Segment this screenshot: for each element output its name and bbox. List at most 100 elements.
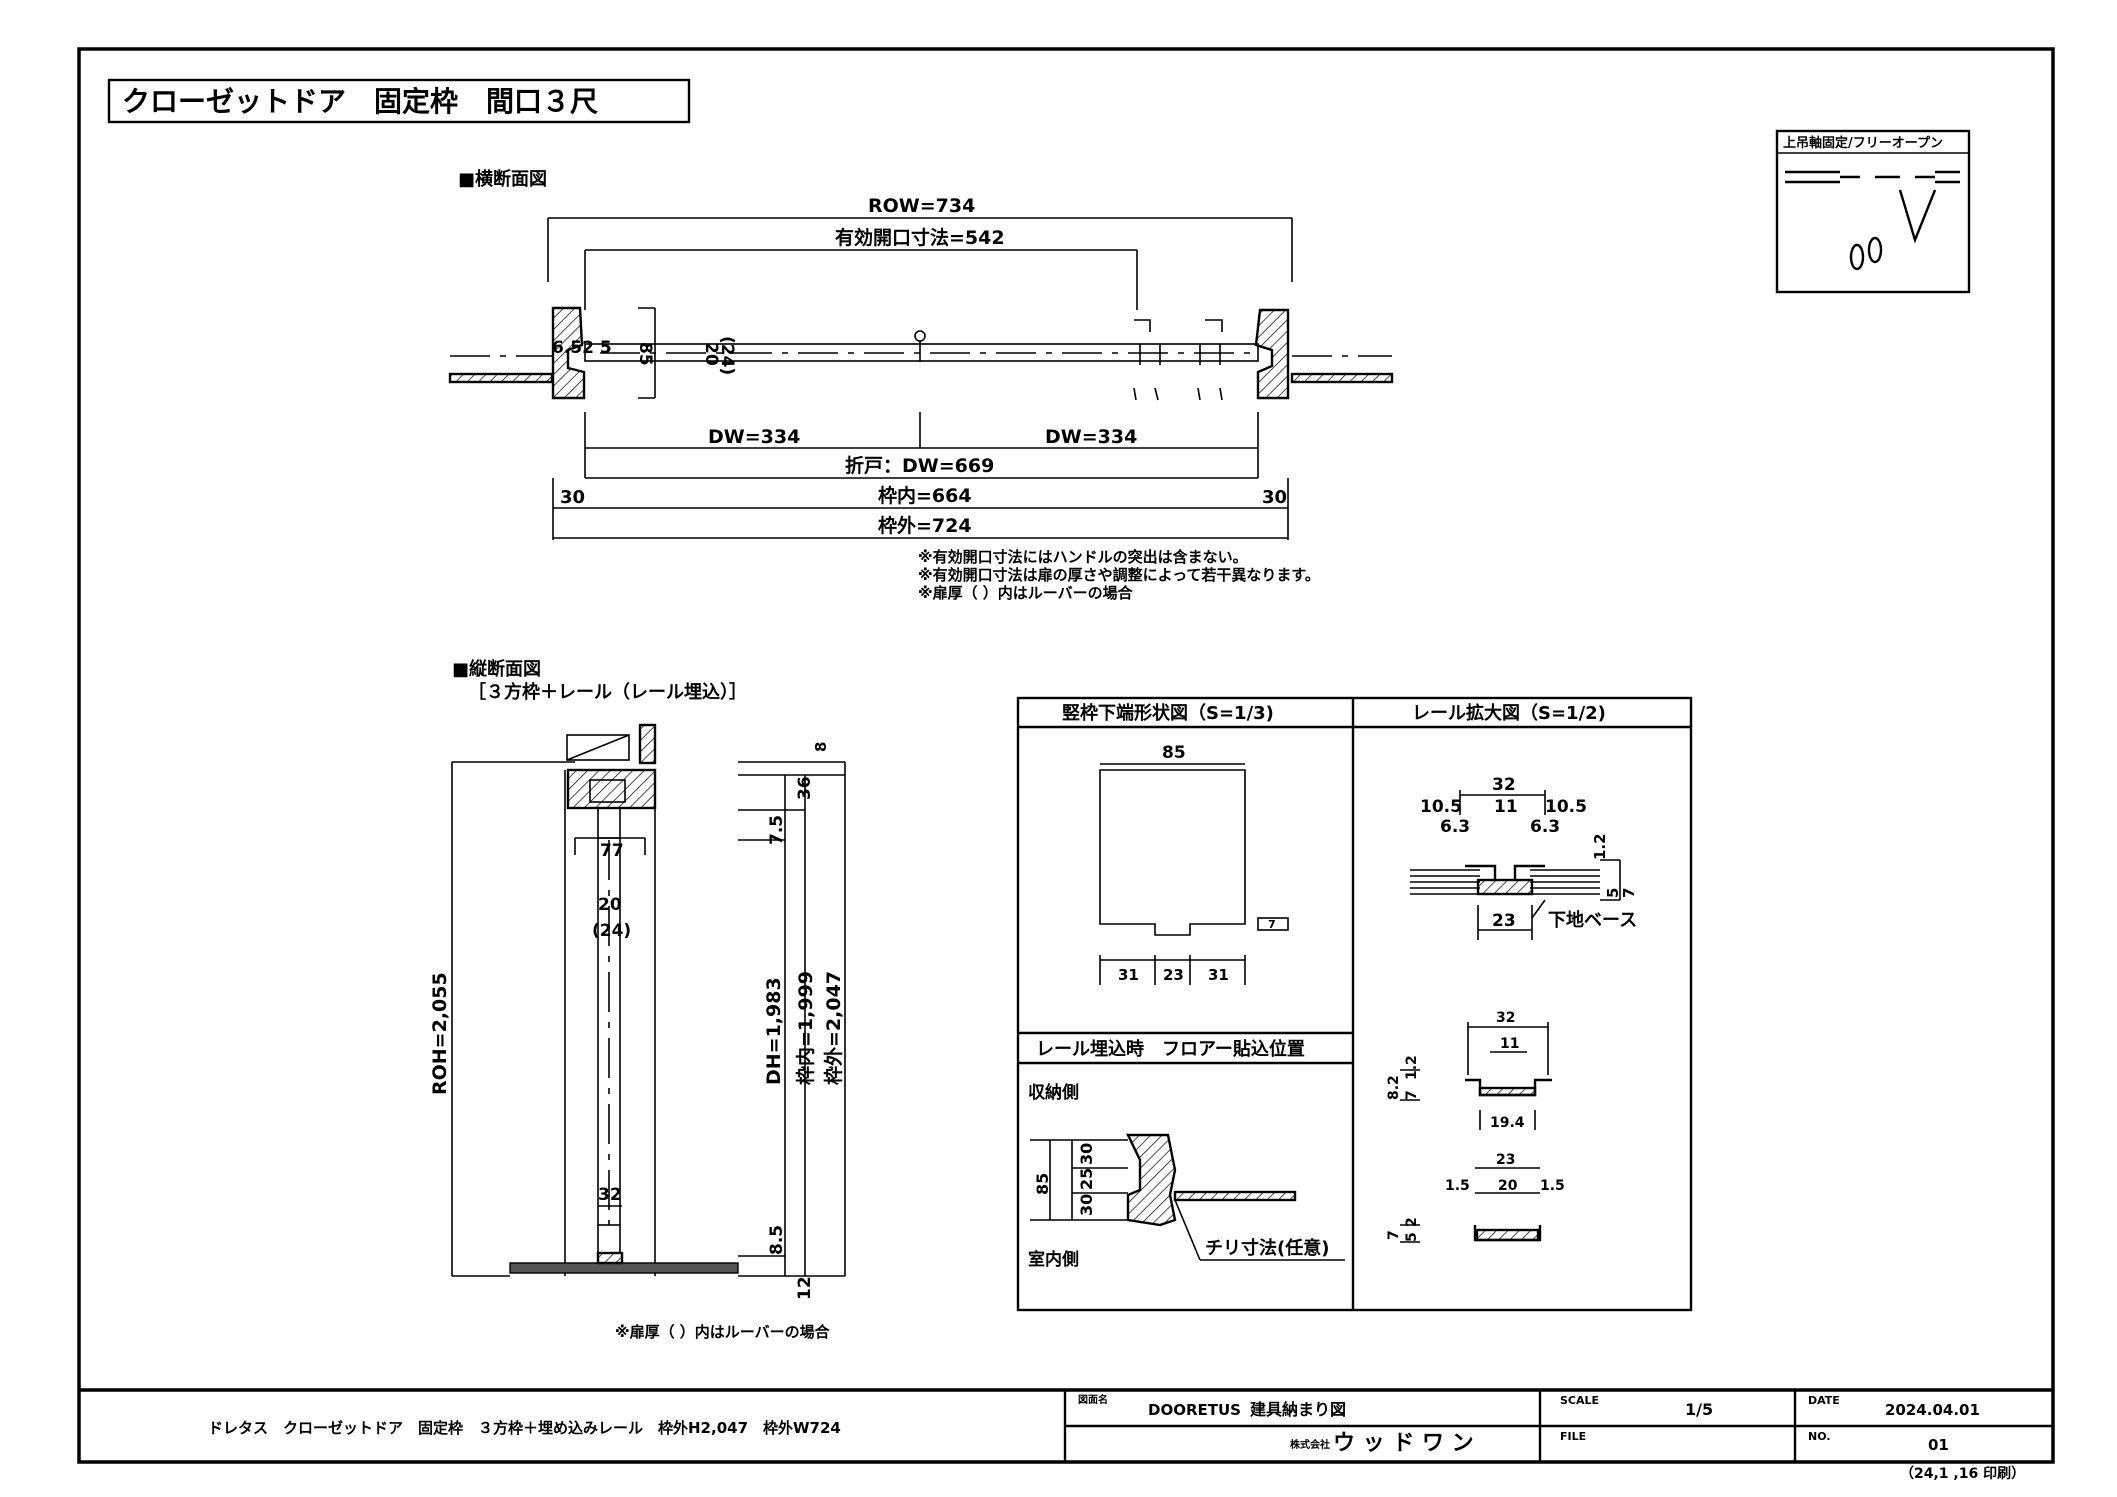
floor-85: 85: [1033, 1173, 1052, 1195]
floor-30b: 30: [1077, 1194, 1096, 1216]
r3-5: 5: [1404, 1232, 1420, 1242]
hinge-pivot-icon: [914, 330, 926, 342]
top-7-5: 7.5: [767, 815, 787, 845]
r3-2: 2: [1404, 1217, 1420, 1227]
date-value: 2024.04.01: [1885, 1401, 1980, 1419]
rail-base-label: 下地ベース: [1548, 909, 1637, 931]
left-jamb: [551, 306, 586, 400]
top-36: 36: [795, 776, 815, 800]
top-8: 8: [812, 742, 830, 752]
note-3: ※扉厚（ ）内はルーバーの場合: [918, 584, 1134, 602]
jamb-depth-85: 85: [635, 342, 655, 366]
opening-type-box: 上吊軸固定/フリーオープン: [1775, 129, 1971, 294]
vertical-section-heading: ■縦断面図: [452, 658, 541, 680]
vertical-section-subheading: ［３方枠＋レール（レール埋込）］: [468, 681, 747, 703]
drawing-name: 建具納まり図: [1250, 1400, 1346, 1419]
dw-left: DW=334: [708, 426, 800, 448]
side-30-left: 30: [560, 487, 585, 508]
bottom-12: 12: [795, 1276, 815, 1300]
frame-inner-height: 枠内=1,999: [794, 971, 817, 1085]
room-side-label: 室内側: [1028, 1249, 1079, 1270]
rail-7: 7: [1620, 888, 1638, 898]
side-30-right: 30: [1262, 487, 1287, 508]
detail-table: [1016, 696, 1693, 1312]
chiri-label: チリ寸法(任意): [1205, 1237, 1329, 1259]
roh-dimension: ROH=2,055: [429, 972, 451, 1095]
frame-inner-width: 枠内=664: [878, 484, 972, 507]
printed-stamp: （24,1 ,16 印刷）: [1900, 1465, 2025, 1482]
stile-23: 23: [1163, 966, 1184, 984]
right-jamb: [1254, 308, 1290, 400]
r3-1-5-left: 1.5: [1445, 1178, 1470, 1194]
rail-6-3-left: 6.3: [1440, 817, 1470, 837]
rail-1-2: 1.2: [1591, 833, 1609, 860]
note-1: ※有効開口寸法にはハンドルの突出は含まない。: [918, 548, 1248, 566]
rail-6-3-right: 6.3: [1530, 817, 1560, 837]
stile-7: 7: [1268, 918, 1276, 931]
note-2: ※有効開口寸法は扉の厚さや調整によって若干異なります。: [918, 566, 1320, 584]
stile-31b: 31: [1208, 966, 1229, 984]
stile-31a: 31: [1118, 966, 1139, 984]
r2-1-2: 1.2: [1404, 1055, 1420, 1080]
stile-shape: [1099, 769, 1246, 936]
vertical-note: ※扉厚（ ）内はルーバーの場合: [615, 1323, 831, 1341]
rail-5: 5: [1604, 888, 1622, 898]
rail-23: 23: [1492, 911, 1516, 931]
stile-title: 竪枠下端形状図（S=1/3): [1062, 702, 1274, 724]
r2-7: 7: [1404, 1090, 1420, 1100]
drawing-description: ドレタス クローゼットドア 固定枠 ３方枠＋埋め込みレール 枠外H2,047 枠…: [208, 1419, 841, 1437]
rail-title: レール拡大図（S=1/2): [1412, 702, 1606, 724]
fold-door-dw: 折戸：DW=669: [845, 455, 994, 477]
company-name: ウ ッ ド ワ ン: [1333, 1431, 1474, 1456]
scale-value: 1/5: [1685, 1400, 1713, 1419]
rail-profile: [1476, 878, 1534, 896]
effective-opening-dimension: 有効開口寸法=542: [835, 226, 1005, 249]
jamb-small-dimension: 6.52 5: [552, 338, 612, 358]
rail-11: 11: [1494, 797, 1518, 817]
frame-outer-width: 枠外=724: [878, 514, 972, 537]
r2-19-4: 19.4: [1490, 1115, 1525, 1131]
rail-10-5-left: 10.5: [1420, 797, 1462, 817]
r3-7: 7: [1386, 1230, 1402, 1240]
r2-11: 11: [1500, 1036, 1519, 1052]
floor-30a: 30: [1077, 1143, 1096, 1165]
floor-25: 25: [1077, 1168, 1096, 1190]
page-title: クローゼットドア 固定枠 間口３尺: [122, 85, 598, 118]
door-leaf-20: 20: [598, 895, 622, 915]
drawing-name-label: 図面名: [1078, 1393, 1108, 1406]
rail-32: 32: [1492, 775, 1516, 795]
r3-1-5-right: 1.5: [1540, 1178, 1565, 1194]
dw-right: DW=334: [1045, 426, 1137, 448]
date-label: DATE: [1808, 1394, 1840, 1407]
r2-32: 32: [1496, 1010, 1515, 1026]
r2-8-2: 8.2: [1386, 1075, 1402, 1100]
stile-85: 85: [1162, 743, 1186, 763]
door-panels: [584, 343, 1259, 362]
floor-jamb: [1126, 1133, 1177, 1227]
company-prefix: 株式会社: [1290, 1438, 1330, 1451]
r3-20: 20: [1498, 1178, 1518, 1194]
r3-23: 23: [1496, 1152, 1515, 1168]
head-77: 77: [600, 841, 624, 861]
drawing-name-code: DOORETUS: [1148, 1401, 1241, 1419]
file-label: FILE: [1560, 1430, 1586, 1443]
horizontal-section-heading: ■横断面図: [458, 168, 547, 190]
floor-rail: [509, 1262, 739, 1274]
door-thickness-24: (24): [717, 336, 737, 375]
no-value: 01: [1928, 1436, 1949, 1454]
door-leaf-24: (24): [592, 921, 631, 941]
rail-10-5-right: 10.5: [1545, 797, 1587, 817]
bottom-32: 32: [598, 1185, 622, 1205]
frame-outer-height: 枠外=2,047: [822, 971, 845, 1085]
floor-title: レール埋込時 フロアー貼込位置: [1036, 1038, 1305, 1060]
door-thickness-20: 20: [701, 342, 721, 366]
row-dimension: ROW=734: [868, 195, 975, 217]
no-label: NO.: [1808, 1430, 1831, 1443]
bottom-8-5: 8.5: [767, 1225, 787, 1255]
title-box: [107, 78, 691, 124]
footprint-icon: [1849, 243, 1865, 271]
dh-dimension: DH=1,983: [763, 977, 785, 1085]
storage-side-label: 収納側: [1028, 1082, 1079, 1103]
scale-label: SCALE: [1560, 1394, 1599, 1407]
